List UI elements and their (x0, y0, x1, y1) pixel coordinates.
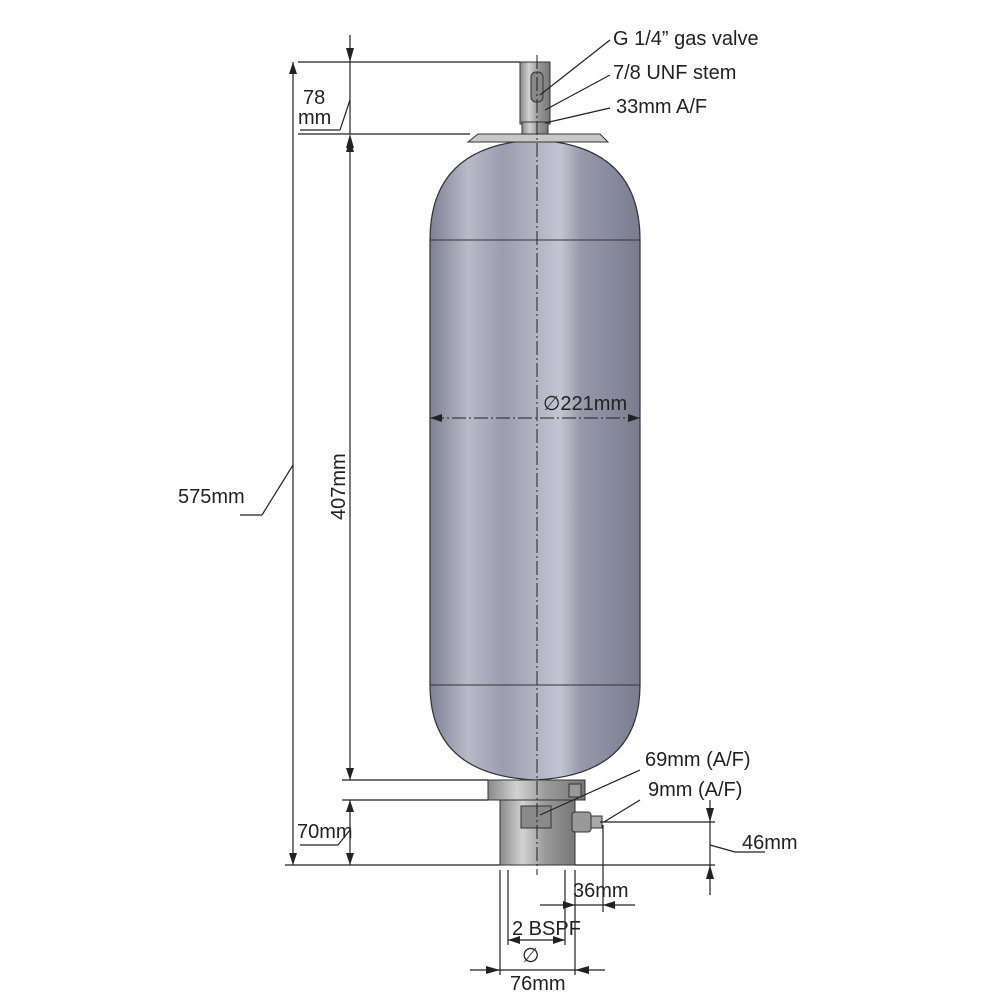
dim-78-unit: mm (298, 107, 331, 129)
dim-36-label: 36mm (573, 880, 629, 902)
dim-76-label: 76mm (510, 973, 566, 995)
dim-407-label: 407mm (328, 453, 350, 520)
diameter-221-label: ∅221mm (543, 393, 627, 415)
diameter-symbol: ∅ (522, 945, 539, 967)
dim-46-label: 46mm (742, 832, 798, 854)
af-9-label: 9mm (A/F) (648, 779, 742, 801)
gas-valve-label: G 1/4” gas valve (613, 28, 759, 50)
gas-valve-stem (466, 61, 610, 143)
arrowheads (289, 48, 714, 974)
stem-label: 7/8 UNF stem (613, 62, 736, 84)
bspf-label: 2 BSPF (512, 918, 581, 940)
dim-575-label: 575mm (178, 486, 245, 508)
vessel-body (429, 139, 641, 781)
dim-70-label: 70mm (297, 821, 353, 843)
oil-port-assembly (487, 779, 603, 866)
af-33-label: 33mm A/F (616, 96, 707, 118)
dim-78-label: 78 (303, 87, 325, 109)
af-69-label: 69mm (A/F) (645, 749, 751, 771)
